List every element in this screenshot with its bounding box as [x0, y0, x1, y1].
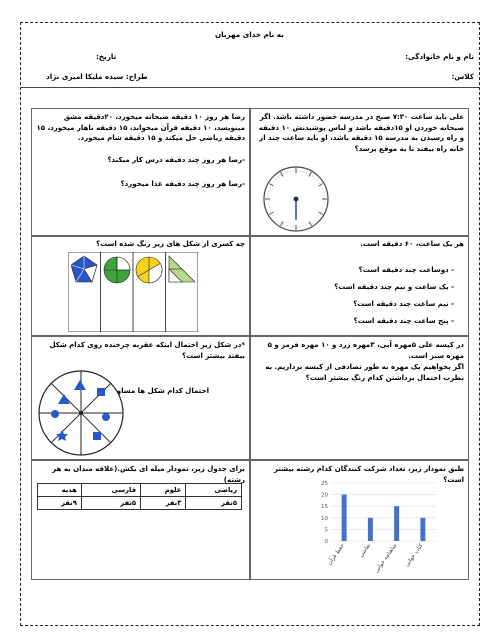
table-header: فارسی: [80, 483, 142, 497]
y-tick-label: 15: [321, 504, 328, 510]
date-label: تاریخ:: [96, 52, 117, 61]
pentagon-shape: [70, 255, 98, 283]
y-tick-label: 5: [325, 527, 329, 533]
question-6-text: *در شکل زیر احتمال اینکه عقربه چرخنده رو…: [49, 341, 246, 360]
table-header: هدیه: [37, 483, 82, 497]
table-row: ۵نفر ۳نفر ۵نفر ۹نفر: [37, 496, 242, 510]
question-4-cell: چه کسری از شکل های زیر رنگ شده است؟: [31, 236, 250, 336]
worksheet-header: به نام خدای مهربان نام و نام خانوادگی: ت…: [20, 22, 480, 88]
table-header-row: ریاضی علوم فارسی هدیه: [37, 483, 242, 497]
triangle-icon-2: [58, 394, 70, 404]
table-header: ریاضی: [185, 483, 242, 497]
question-3-item-4: - پنج ساعت چند دقیقه است؟: [353, 317, 454, 325]
triangle-shape: [168, 255, 196, 283]
bar: [367, 517, 373, 541]
question-7-cell: طبق نمودار زیر، تعداد شرکت کنندگان کدام …: [250, 460, 469, 580]
question-1-cell: علی باید ساعت ۷:۳۰ صبح در مدرسه حضور داش…: [250, 108, 469, 236]
x-tick-label: کتاب خوانی: [403, 542, 424, 568]
table-cell: ۳نفر: [140, 496, 187, 510]
yellow-circle-shape: [135, 256, 163, 284]
question-2-part-a: -رضا هر روز چند دقیقه درس کار میکند؟: [107, 156, 245, 164]
bar: [420, 517, 426, 541]
question-5-text: در کیسه علی ۵مهره آبی، ۳مهره زرد و ۱۰ مه…: [267, 341, 464, 360]
square-icon-2: [93, 432, 101, 440]
table-cell: ۵نفر: [80, 496, 142, 510]
question-8-cell: برای جدول زیر، نمودار میله ای بکش.(علاقه…: [31, 460, 250, 580]
spinner-diagram: [38, 370, 124, 456]
question-5-cell: در کیسه علی ۵مهره آبی، ۳مهره زرد و ۱۰ مه…: [250, 336, 469, 460]
question-6-text-2: احتمال کدام شکل ها مساوی است؟: [87, 387, 209, 395]
question-8-text: برای جدول زیر، نمودار میله ای بکش.(علاقه…: [52, 465, 245, 484]
table-cell: ۹نفر: [37, 496, 82, 510]
x-tick-label: نقاشی: [358, 542, 372, 558]
bar: [394, 506, 400, 541]
question-7-text: طبق نمودار زیر، تعداد شرکت کنندگان کدام …: [274, 465, 464, 484]
question-3-item-3: - نیم ساعت چند دقیقه است؟: [353, 300, 454, 308]
clock-icon: [263, 166, 329, 232]
y-tick-label: 10: [321, 516, 328, 522]
question-2-cell: رضا هر روز ۱۰ دقیقه صبحانه میخورد، ۲۰دقی…: [31, 108, 250, 236]
question-3-cell: هر یک ساعت، ۶۰ دقیقه است. - دوساعت چند د…: [250, 236, 469, 336]
bar: [341, 494, 347, 541]
name-label: نام و نام خانوادگی:: [405, 52, 474, 61]
x-tick-label: شاهنامه خوانی: [374, 542, 399, 574]
question-3-intro: هر یک ساعت، ۶۰ دقیقه است.: [360, 240, 464, 248]
question-2-text: رضا هر روز ۱۰ دقیقه صبحانه میخورد، ۲۰دقی…: [36, 113, 245, 142]
table-cell: ۵نفر: [185, 496, 242, 510]
page-frame: [20, 22, 480, 626]
circle-icon: [102, 413, 110, 421]
class-label: کلاس:: [451, 72, 474, 81]
circle-icon-2: [51, 410, 59, 418]
question-6-cell: *در شکل زیر احتمال اینکه عقربه چرخنده رو…: [31, 336, 250, 460]
question-4-text: چه کسری از شکل های زیر رنگ شده است؟: [96, 240, 245, 248]
interest-table: ریاضی علوم فارسی هدیه ۵نفر ۳نفر ۵نفر ۹نف…: [37, 483, 242, 510]
question-2-part-b: -رضا هر روز چند دقیقه غذا میخورد؟: [120, 180, 245, 188]
green-circle-shape: [103, 256, 131, 284]
designer-label: طراح: سیده ملیکا امیری نژاد: [46, 72, 148, 81]
triangle-icon: [74, 380, 86, 390]
y-tick-label: 0: [325, 539, 329, 545]
question-1-text: علی باید ساعت ۷:۳۰ صبح در مدرسه حضور داش…: [258, 113, 464, 153]
y-tick-label: 20: [321, 493, 328, 499]
question-3-item-2: - یک ساعت و نیم چند دقیقه است؟: [334, 283, 454, 291]
star-icon: [56, 430, 68, 441]
page-title: به نام خدای مهربان: [215, 30, 284, 39]
square-icon: [97, 388, 105, 396]
x-tick-label: حفظ قرآن: [326, 542, 346, 566]
question-3-item-1: - دوساعت چند دقیقه است؟: [358, 266, 454, 274]
y-tick-label: 25: [321, 481, 328, 487]
fraction-shapes: [68, 252, 198, 332]
table-header: علوم: [140, 483, 187, 497]
question-5-text-2: اگر بخواهیم یک مهره به طور تصادفی از کیس…: [265, 363, 464, 382]
